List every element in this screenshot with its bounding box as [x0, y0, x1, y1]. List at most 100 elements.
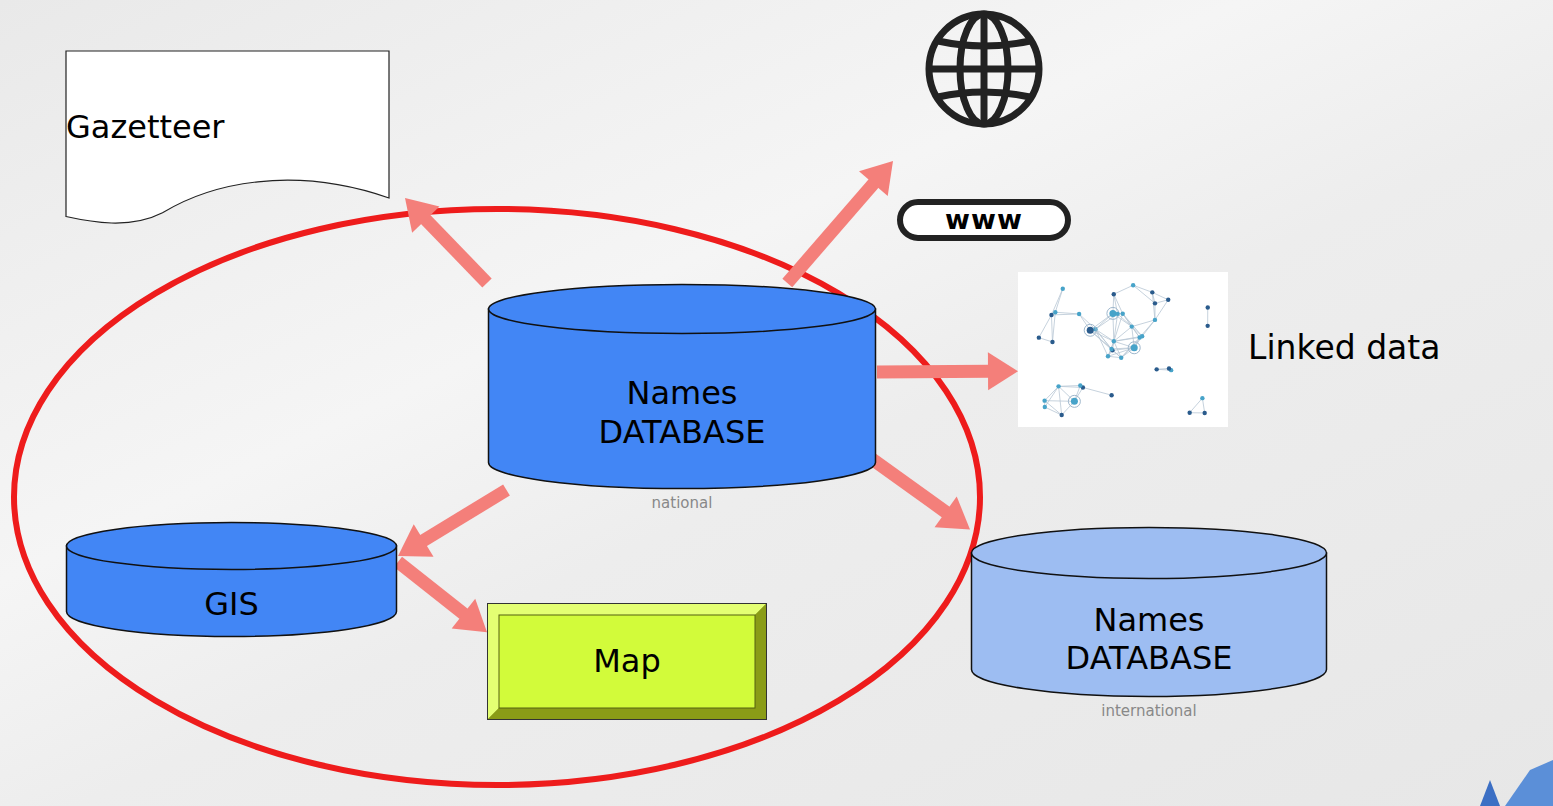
network-node — [1056, 384, 1060, 388]
network-ring — [1107, 307, 1119, 319]
network-node — [1112, 339, 1116, 343]
network-link — [1202, 398, 1204, 413]
arrow-connector — [398, 562, 487, 632]
database-scope: international — [970, 702, 1328, 720]
network-node — [1131, 283, 1135, 287]
network-ring — [1068, 395, 1080, 407]
network-link — [1059, 385, 1081, 387]
network-node — [1061, 287, 1065, 291]
network-link — [1055, 312, 1079, 314]
map-label: Map — [593, 642, 661, 680]
network-node — [1037, 335, 1041, 339]
network-link — [1090, 330, 1111, 349]
node-outline — [1018, 272, 1228, 427]
arrow-connector — [787, 161, 893, 283]
bevel-light — [487, 603, 767, 720]
network-link — [1123, 314, 1140, 338]
network-node — [1140, 334, 1144, 338]
database-name: Names DATABASE — [557, 374, 807, 451]
network-node — [1166, 298, 1170, 302]
arrow-head — [859, 161, 893, 196]
network-link — [1133, 285, 1155, 303]
network-node — [1153, 301, 1157, 305]
database-cylinder: Names DATABASEnational — [487, 283, 877, 490]
globe-outline — [929, 14, 1039, 124]
network-node — [1071, 398, 1078, 405]
network-node — [1112, 292, 1116, 296]
network-node — [1202, 411, 1206, 415]
network-node — [1119, 356, 1123, 360]
network-node — [1121, 312, 1125, 316]
network-link — [1152, 292, 1168, 299]
database-scope: national — [487, 494, 877, 512]
network-node — [1077, 312, 1081, 316]
web-label: www — [897, 199, 1071, 241]
database-name: Names DATABASE — [1024, 601, 1274, 678]
network-link — [1190, 412, 1205, 413]
network-node — [1059, 413, 1063, 417]
corner-decoration — [1505, 760, 1553, 806]
network-link — [1083, 387, 1112, 395]
network-node — [1131, 344, 1138, 351]
network-ring — [1084, 324, 1096, 336]
network-link — [1142, 320, 1155, 336]
network-node — [1115, 312, 1119, 316]
network-node — [1078, 383, 1082, 387]
network-ring — [1128, 342, 1140, 354]
linked-data-label: Linked data — [1248, 328, 1440, 368]
network-link — [1108, 341, 1114, 356]
document-node: Gazetteer — [50, 50, 405, 235]
arrow-shaft — [424, 218, 487, 283]
network-node — [1153, 318, 1157, 322]
network-link — [1051, 289, 1062, 315]
cylinder-top — [67, 523, 397, 570]
bevel-dark — [487, 603, 767, 720]
network-node — [1187, 411, 1191, 415]
network-node — [1109, 310, 1116, 317]
network-link — [1052, 312, 1055, 342]
network-link — [1152, 292, 1155, 320]
network-node — [1130, 324, 1134, 328]
network-link — [1190, 398, 1203, 413]
database-cylinder: Names DATABASEinternational — [970, 526, 1328, 698]
network-node — [1109, 347, 1113, 351]
arrow-head — [935, 497, 970, 530]
cylinder-top — [489, 285, 876, 334]
bevel-border — [488, 604, 767, 720]
arrow-connector — [877, 352, 1018, 390]
network-node — [1106, 354, 1110, 358]
network-node — [1154, 367, 1158, 371]
network-node — [1150, 290, 1154, 294]
corner-decoration — [1480, 780, 1500, 806]
network-node — [1043, 405, 1047, 409]
network-link — [1045, 386, 1059, 400]
arrow-head — [405, 198, 440, 233]
network-link — [1045, 407, 1062, 415]
network-link — [1114, 327, 1132, 342]
arrow-shaft — [787, 182, 874, 283]
cylinder-top — [972, 528, 1327, 579]
arrow-head — [988, 352, 1018, 390]
network-link — [1039, 315, 1052, 338]
arrow-connector — [405, 198, 487, 283]
network-node — [1205, 324, 1209, 328]
database-name: GIS — [204, 585, 259, 623]
network-link — [1095, 329, 1113, 341]
network-link — [1133, 285, 1152, 292]
network-link — [1114, 285, 1133, 294]
network-node — [1206, 305, 1210, 309]
network-link — [1079, 314, 1095, 329]
network-link — [1207, 308, 1208, 326]
network-link — [1090, 330, 1114, 341]
cylinder-body — [489, 309, 876, 489]
network-link — [1154, 303, 1155, 320]
network-link — [1045, 386, 1059, 407]
network-link — [1140, 320, 1155, 338]
network-link — [1114, 336, 1142, 341]
network-link — [1118, 314, 1132, 327]
web-icon: www — [893, 5, 1075, 245]
network-node — [1049, 313, 1053, 317]
bevel-base — [488, 604, 767, 720]
highlight-ellipse — [14, 209, 980, 785]
network-node — [1042, 398, 1046, 402]
